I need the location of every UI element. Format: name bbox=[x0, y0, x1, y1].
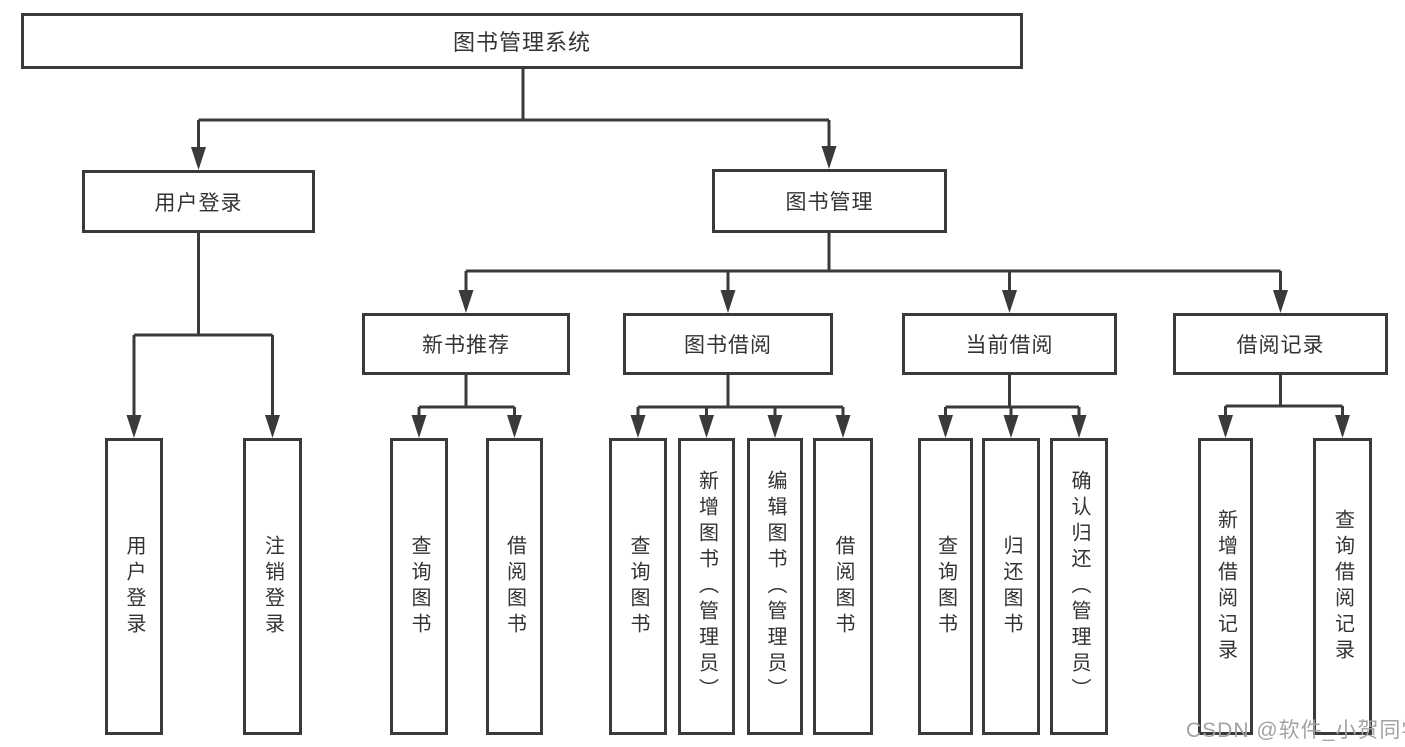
node-user-login: 用户登录 bbox=[82, 170, 315, 233]
node-new-book-recommend: 新书推荐 bbox=[362, 313, 570, 375]
node-book-management: 图书管理 bbox=[712, 169, 947, 233]
leaf-add-book-admin: 新增图书（管理员） bbox=[678, 438, 735, 735]
node-root-library-system: 图书管理系统 bbox=[21, 13, 1023, 69]
leaf-query-books-current: 查询图书 bbox=[918, 438, 973, 735]
arrowheads bbox=[126, 146, 1350, 438]
node-current-borrowing: 当前借阅 bbox=[902, 313, 1117, 375]
node-borrow-records: 借阅记录 bbox=[1173, 313, 1388, 375]
leaf-borrow-books-borrowing: 借阅图书 bbox=[813, 438, 873, 735]
leaf-borrow-books-recommend: 借阅图书 bbox=[486, 438, 543, 735]
leaf-return-book: 归还图书 bbox=[982, 438, 1040, 735]
leaf-query-borrow-record: 查询借阅记录 bbox=[1313, 438, 1372, 735]
leaf-logout: 注销登录 bbox=[243, 438, 302, 735]
leaf-user-login: 用户登录 bbox=[105, 438, 163, 735]
leaf-query-books-recommend: 查询图书 bbox=[390, 438, 448, 735]
leaf-edit-book-admin: 编辑图书（管理员） bbox=[747, 438, 803, 735]
leaf-confirm-return-admin: 确认归还（管理员） bbox=[1050, 438, 1108, 735]
node-book-borrowing: 图书借阅 bbox=[623, 313, 833, 375]
csdn-watermark: CSDN @软件_小贺同学 bbox=[1186, 719, 1405, 742]
leaf-query-books-borrowing: 查询图书 bbox=[609, 438, 667, 735]
leaf-add-borrow-record: 新增借阅记录 bbox=[1198, 438, 1253, 735]
